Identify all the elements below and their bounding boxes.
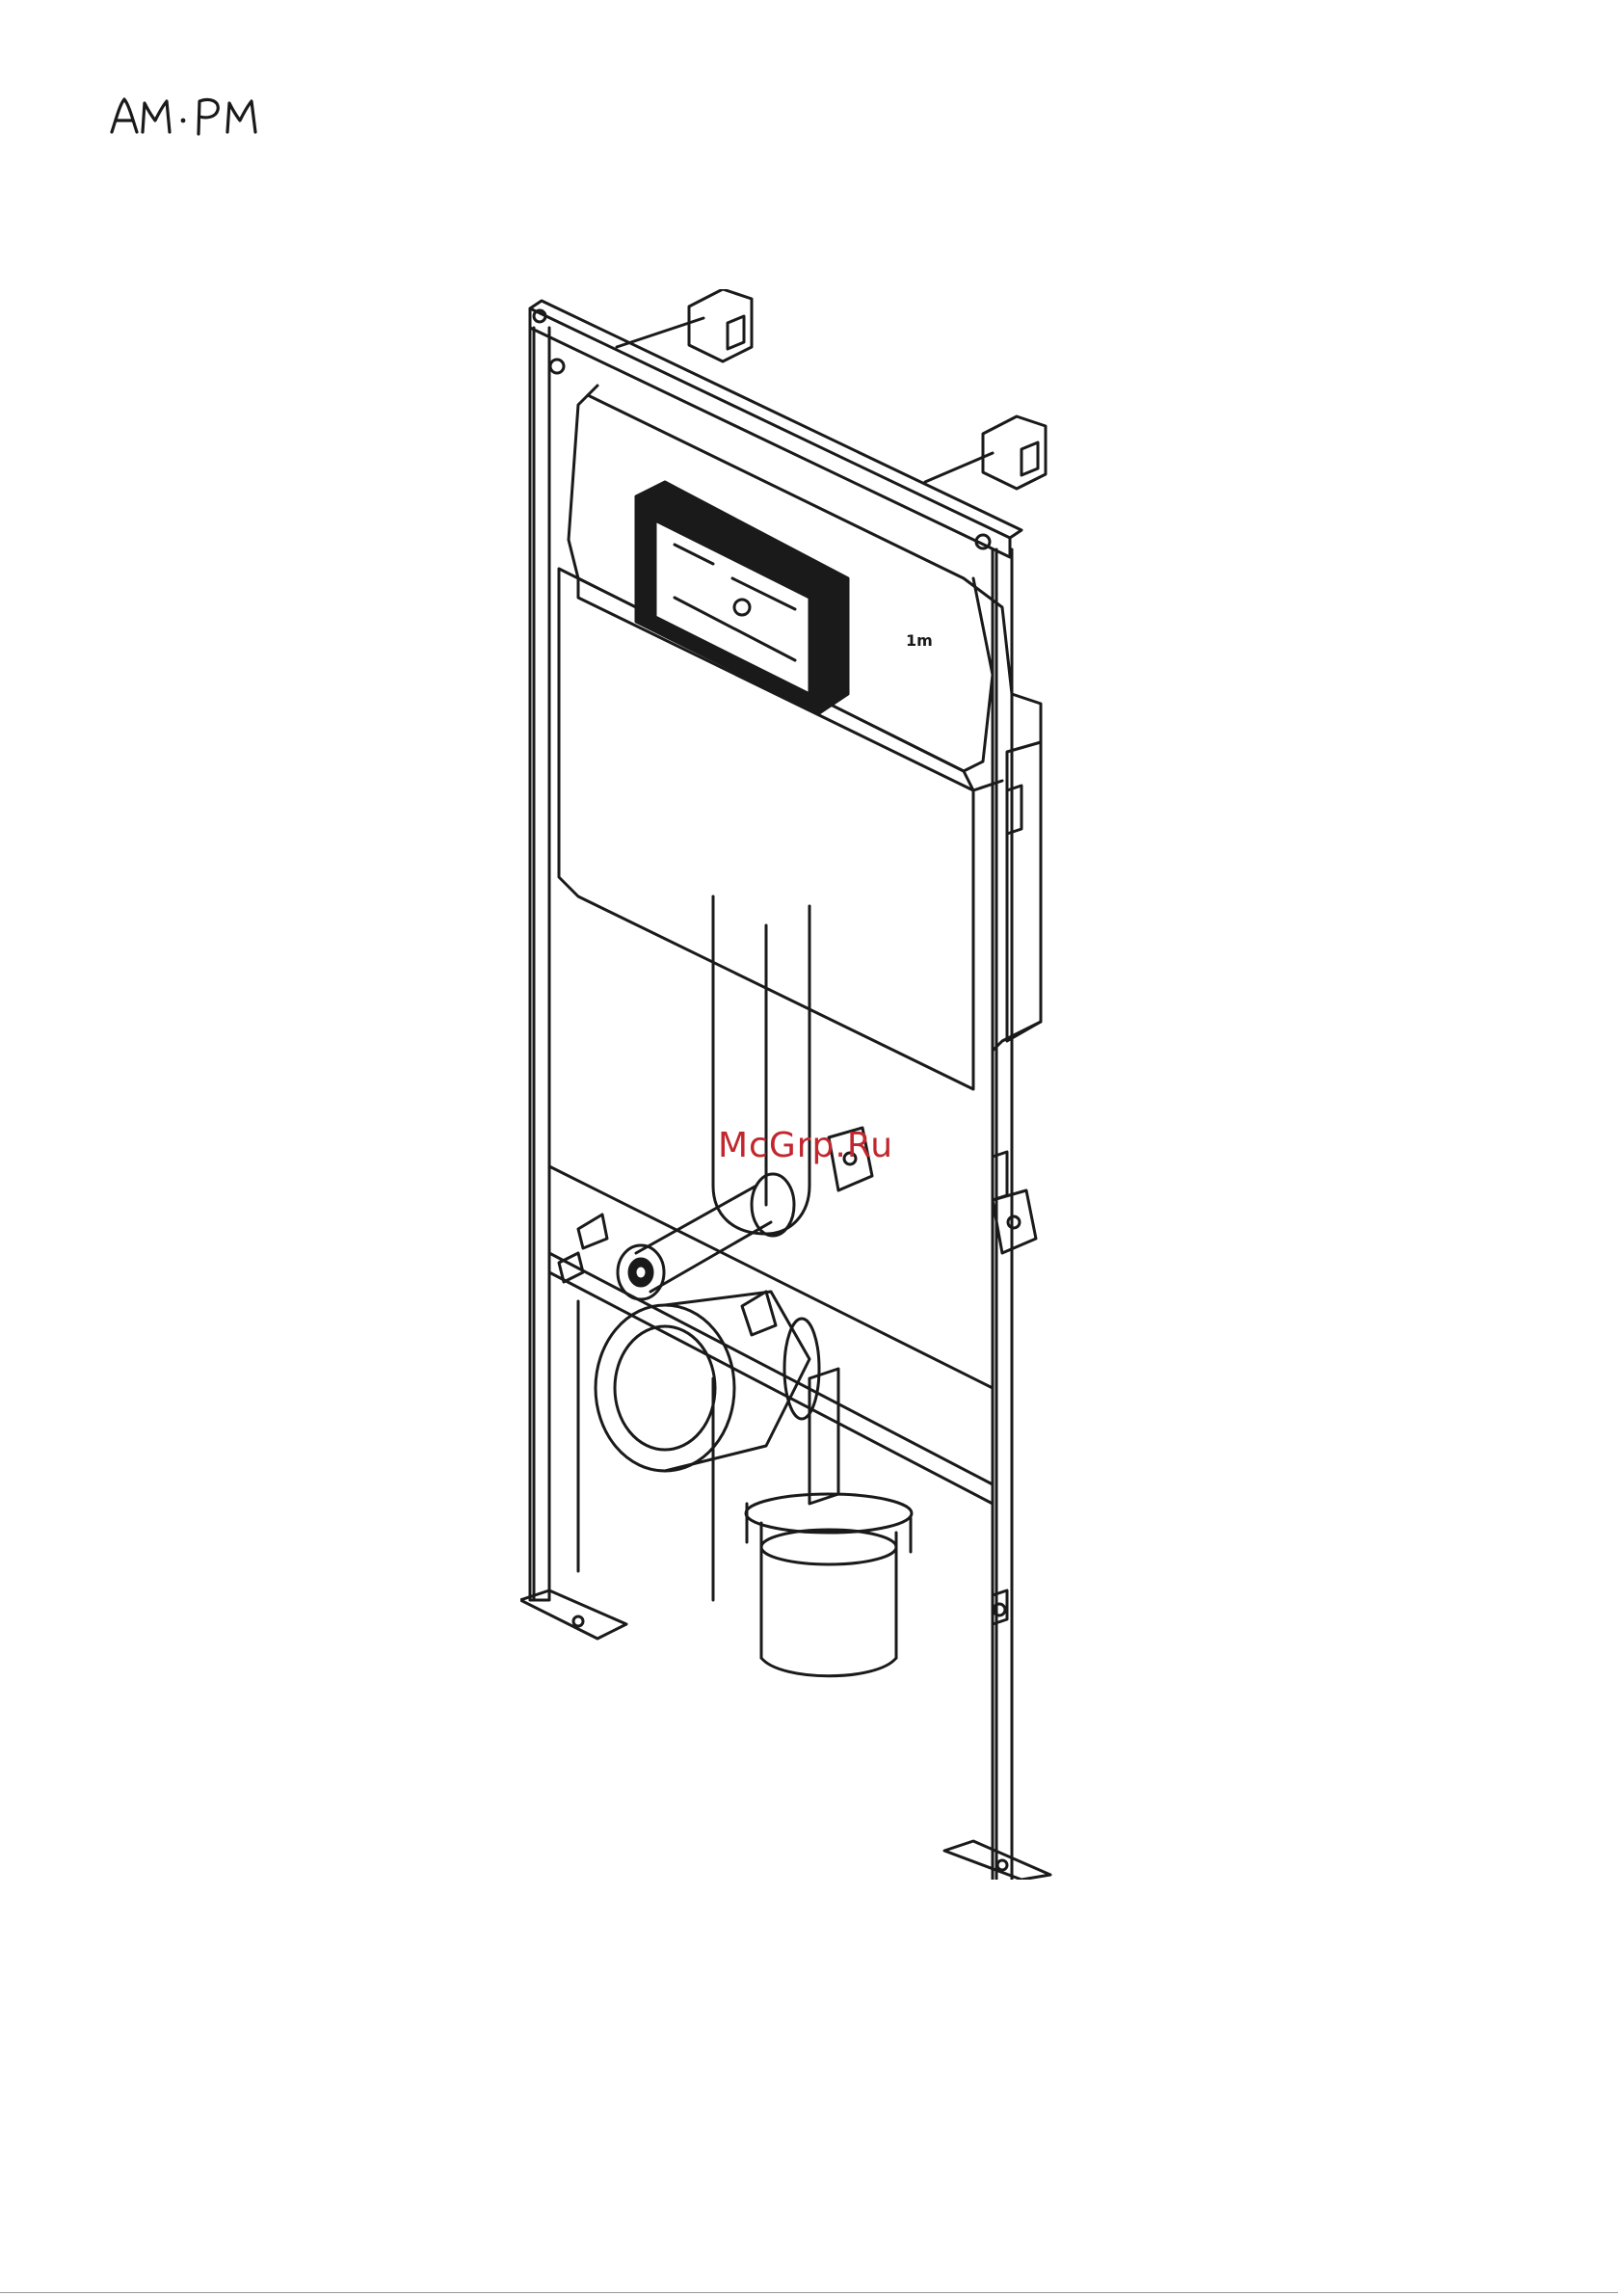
brand-logo	[106, 92, 279, 140]
panel-marking: 1m	[906, 631, 933, 650]
footer-rule	[0, 2292, 1618, 2293]
installation-frame-drawing: 1m	[520, 289, 1099, 1880]
watermark-text: McGrp.Ru	[718, 1126, 893, 1165]
am-pm-logo-icon	[106, 92, 279, 140]
installation-frame-illustration: 1m	[520, 289, 1099, 1880]
